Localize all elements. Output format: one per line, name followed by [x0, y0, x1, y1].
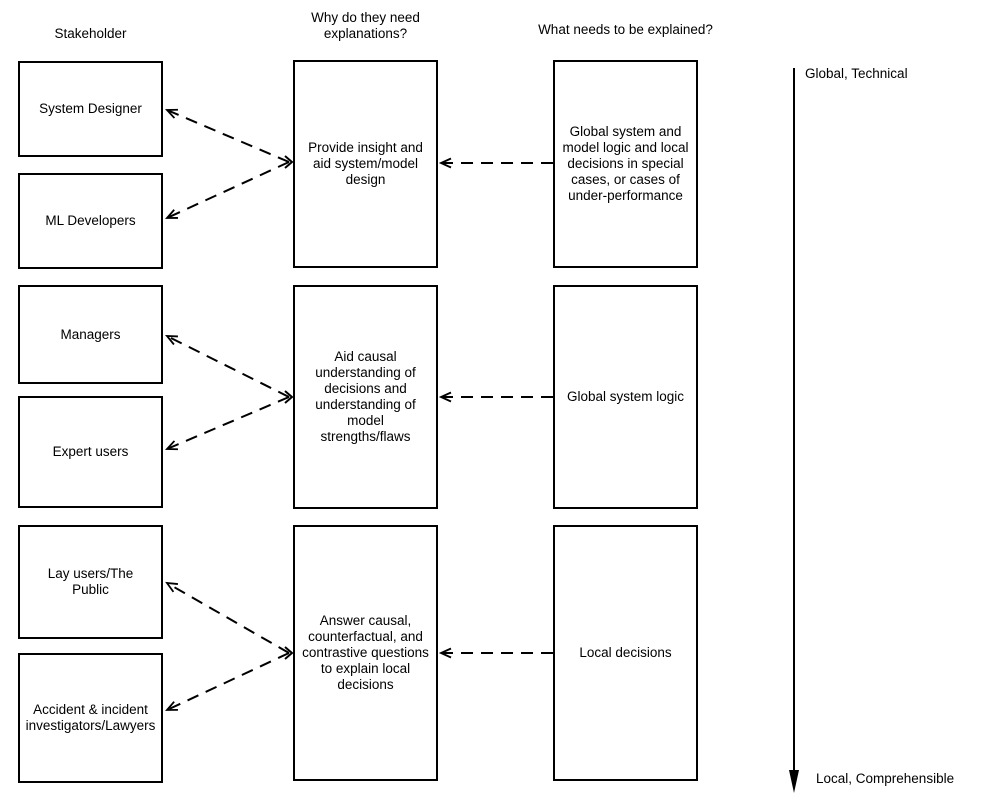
- axis-label-global-technical: Global, Technical: [805, 66, 908, 81]
- stakeholder-box-managers: Managers: [18, 285, 163, 384]
- arrow-reason2-to-expert-users: [164, 396, 290, 451]
- stakeholder-box-ml-developers: ML Developers: [18, 173, 163, 269]
- column-header-stakeholder: Stakeholder: [54, 26, 127, 41]
- arrow-reason1-to-ml-developers: [165, 161, 290, 219]
- explanandum-box-global-and-local: Global system and model logic and local …: [553, 60, 698, 268]
- arrowhead-into-reason2: [284, 390, 294, 404]
- arrow-reason3-to-lay-users: [165, 581, 290, 654]
- stakeholder-box-lay-users-public: Lay users/The Public: [18, 525, 163, 639]
- arrow-reason1-to-system-designer: [164, 108, 290, 163]
- arrow-reason2-to-managers: [165, 335, 290, 398]
- arrow-reason3-to-investigators: [165, 652, 290, 711]
- explanandum-box-global-system-logic: Global system logic: [553, 285, 698, 509]
- axis-label-local-comprehensible: Local, Comprehensible: [816, 771, 955, 786]
- stakeholder-box-system-designer: System Designer: [18, 61, 163, 157]
- stakeholder-box-investigators-lawyers: Accident & incident investigators/Lawyer…: [18, 653, 163, 783]
- arrowhead-into-reason3: [284, 646, 294, 660]
- reason-box-answer-questions: Answer causal, counterfactual, and contr…: [293, 525, 438, 781]
- column-header-why-explanations: Why do they need explanations?: [311, 10, 420, 41]
- stakeholder-box-expert-users: Expert users: [18, 396, 163, 508]
- arrowhead-into-reason1: [284, 155, 294, 169]
- explanandum-box-local-decisions: Local decisions: [553, 525, 698, 781]
- column-header-what-explained: What needs to be explained?: [538, 22, 713, 37]
- global-local-axis-arrowhead: [789, 770, 799, 793]
- reason-box-causal-understanding: Aid causal understanding of decisions an…: [293, 285, 438, 509]
- reason-box-design-insight: Provide insight and aid system/model des…: [293, 60, 438, 268]
